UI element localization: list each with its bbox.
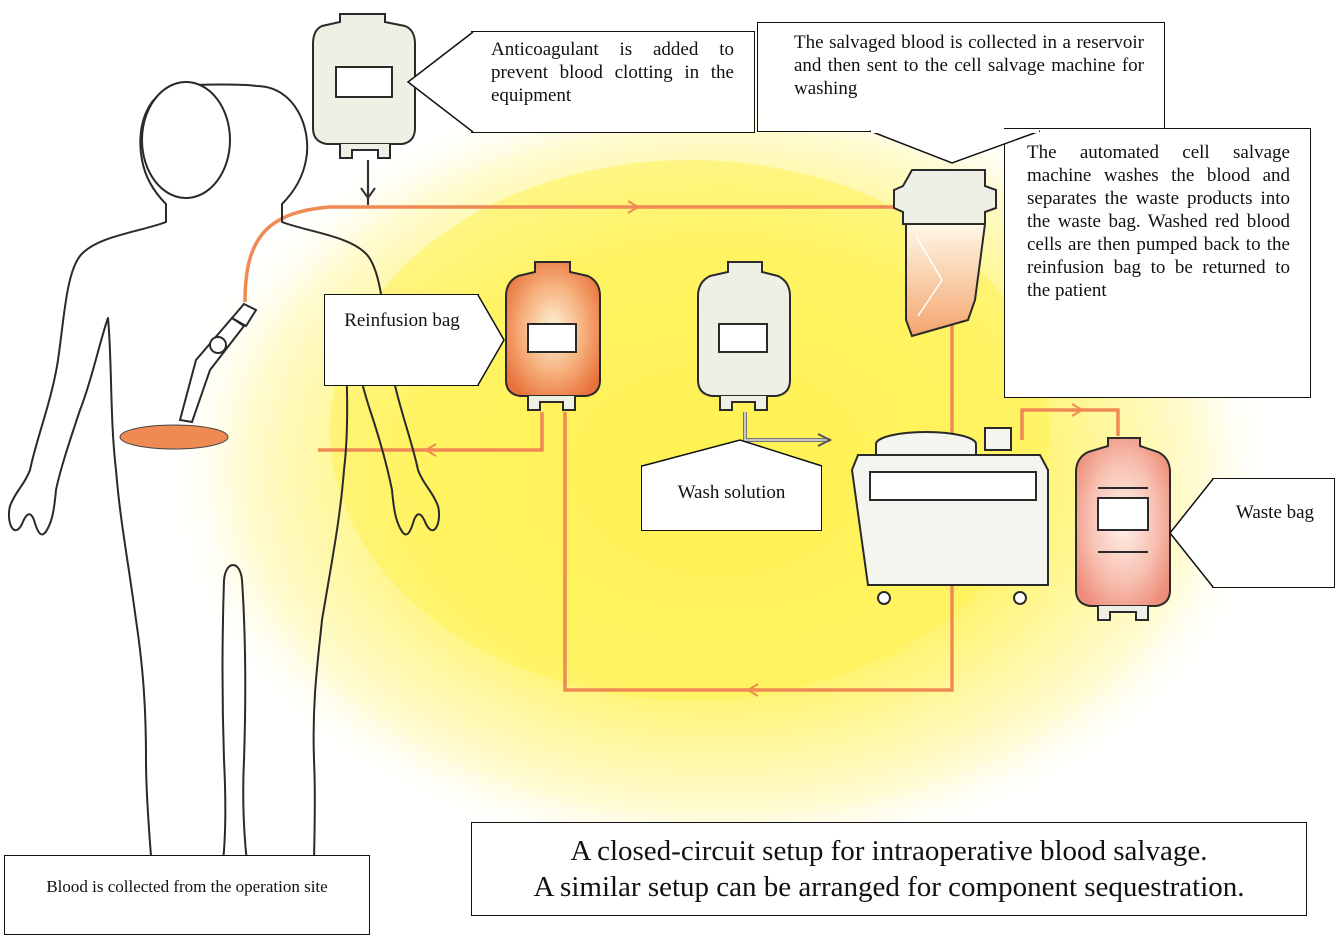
anticoagulant-bag [313,14,415,158]
caption-line-2: A similar setup can be arranged for comp… [482,869,1296,905]
blood-collected-label: Blood is collected from the operation si… [4,855,370,935]
waste-bag-text: Waste bag [1236,502,1314,523]
cell-salvage-machine [852,428,1048,604]
wash-solution-bag [698,262,790,410]
machine-text: The automated cell salvage machine washe… [1027,142,1290,301]
patient-head [142,82,230,198]
salvaged-blood-callout: The salvaged blood is collected in a res… [757,22,1165,132]
anticoagulant-callout: Anticoagulant is added to prevent blood … [471,31,755,133]
reinfusion-bag [506,262,600,410]
figure-caption: A closed-circuit setup for intraoperativ… [471,822,1307,916]
waste-bag [1076,438,1170,620]
wash-solution-label: Wash solution [641,465,822,531]
reinfusion-bag-text: Reinfusion bag [344,310,460,331]
waste-bag-label: Waste bag [1212,478,1335,588]
wash-solution-text: Wash solution [678,482,786,503]
machine-callout: The automated cell salvage machine washe… [1004,128,1311,398]
blood-collected-text: Blood is collected from the operation si… [46,877,327,896]
caption-line-1: A closed-circuit setup for intraoperativ… [482,833,1296,869]
salvaged-blood-text: The salvaged blood is collected in a res… [794,32,1144,99]
anticoagulant-text: Anticoagulant is added to prevent blood … [491,39,734,106]
incision [120,425,228,449]
reinfusion-bag-label: Reinfusion bag [324,294,479,386]
